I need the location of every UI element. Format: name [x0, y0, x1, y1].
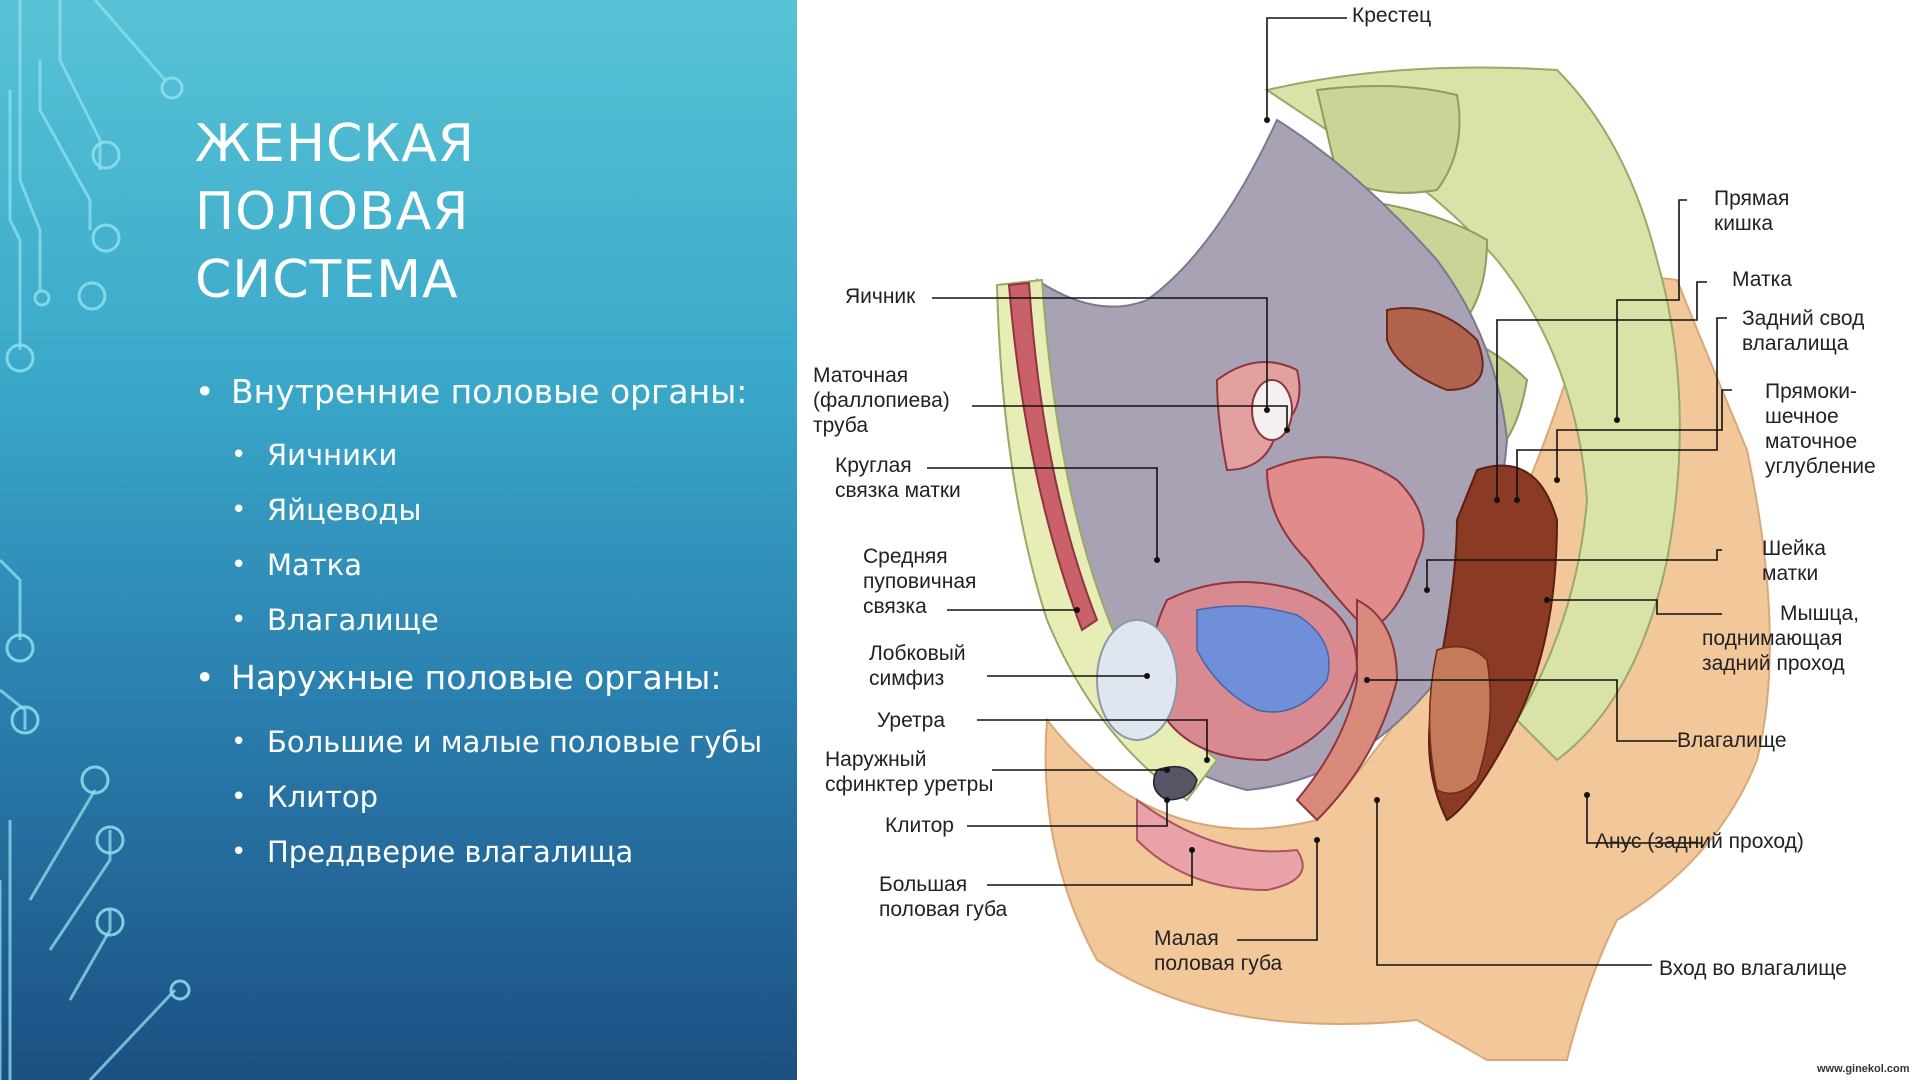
slide-title-line: СИСТЕМА	[195, 250, 459, 310]
slide-title-line: ЖЕНСКАЯ	[195, 114, 475, 174]
label-anus: Анус (задний проход)	[1595, 830, 1804, 853]
label-ovary: Яичник	[845, 285, 916, 308]
external-organs-heading: Наружные половые органы:	[195, 656, 795, 700]
bladder-lumen	[1196, 605, 1330, 713]
slide-title: ЖЕНСКАЯ ПОЛОВАЯ СИСТЕМА	[195, 110, 755, 314]
list-item: Большие и малые половые губы	[195, 714, 787, 770]
ovary	[1251, 379, 1293, 441]
circuit-decoration	[0, 0, 191, 1080]
label-vaginal-orifice: Вход во влагалище	[1659, 957, 1847, 980]
intestine-loop	[1386, 307, 1484, 392]
list-item: Яйцеводы	[195, 483, 795, 538]
slide-title-line: ПОЛОВАЯ	[195, 182, 470, 242]
internal-organs-heading: Внутренние половые органы:	[195, 370, 795, 414]
label-sacrum: Крестец	[1352, 4, 1431, 27]
bullet-text: Наружные половые органы:	[231, 658, 722, 697]
external-organs-list: Большие и малые половые губы Клитор Пред…	[195, 714, 795, 880]
uterus	[1265, 456, 1425, 632]
label-urethra: Уретра	[877, 709, 945, 732]
bullet-text: Внутренние половые органы:	[231, 372, 748, 411]
list-item: Преддверие влагалища	[195, 825, 795, 880]
label-clitoris: Клитор	[885, 814, 954, 837]
vagina	[1295, 598, 1399, 822]
rectus-muscle	[1007, 281, 1099, 632]
label-vagina: Влагалище	[1677, 729, 1787, 752]
image-credit: www.ginekol.com	[1816, 1063, 1910, 1075]
leader-lines	[927, 17, 1732, 966]
list-item: Клитор	[195, 770, 795, 825]
sacrum-bone	[1264, 66, 1681, 762]
rectal-wall	[1428, 645, 1492, 795]
title-panel: ЖЕНСКАЯ ПОЛОВАЯ СИСТЕМА Внутренние полов…	[0, 0, 797, 1080]
labia-region	[1136, 798, 1304, 892]
list-item: Влагалище	[195, 593, 795, 648]
bullet-list: Внутренние половые органы: Яичники Яйцев…	[195, 370, 795, 888]
abdominal-wall	[995, 278, 1219, 802]
list-item: Яичники	[195, 428, 795, 483]
label-uterus: Матка	[1732, 268, 1792, 291]
label-fallopian-tube: Маточная(фаллопиева)труба	[813, 364, 950, 437]
pubic-symphysis	[1096, 619, 1178, 741]
internal-organs-list: Яичники Яйцеводы Матка Влагалище	[195, 428, 795, 648]
clitoris-region	[1152, 765, 1198, 801]
list-item: Матка	[195, 538, 795, 593]
